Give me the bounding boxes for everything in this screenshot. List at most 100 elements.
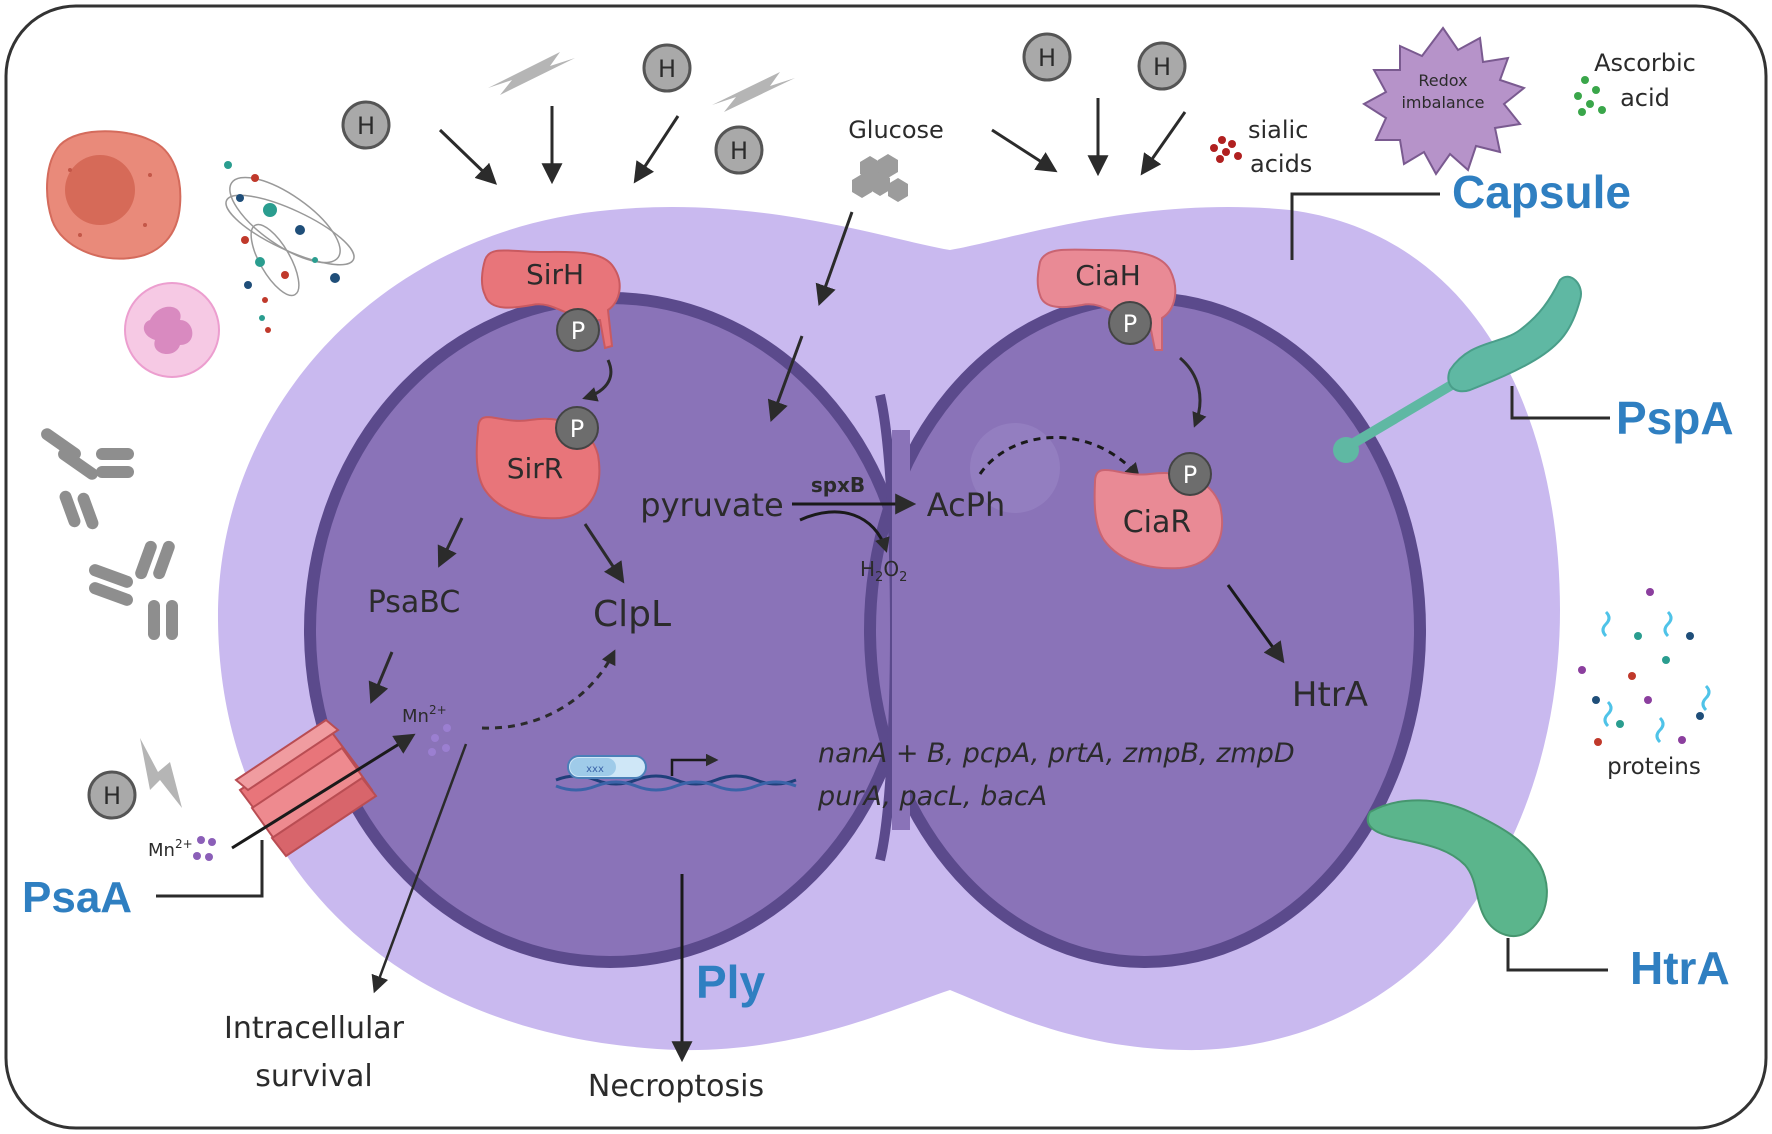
lightning-icon	[712, 72, 795, 112]
glucose-pyruvate-arrow	[767, 335, 804, 422]
hydrogen-label: H	[357, 112, 375, 140]
phospho-transfer-arrow	[1179, 356, 1207, 428]
phosphate-label: P	[571, 317, 585, 345]
mn-ions-inside	[428, 724, 451, 756]
sialic-acid-icon	[1210, 136, 1242, 163]
psabc-psaa-arrow	[368, 651, 394, 704]
phosphate-icon	[556, 308, 600, 352]
host-macrophage-icon	[46, 130, 182, 260]
spxb-label: spxB	[811, 473, 865, 497]
hydrogen-label: H	[1038, 44, 1056, 72]
gene-list-line-1: nanA + B, pcpA, prtA, zmpB, zmpD	[818, 738, 1295, 769]
proteins-icon	[1578, 588, 1711, 746]
sialic-acids-label-2: acids	[1250, 150, 1312, 178]
glucose-icon	[852, 154, 908, 202]
ply-label: Ply	[696, 956, 765, 1008]
phosphate-icon	[555, 406, 599, 450]
sirr-clpl-arrow	[583, 523, 625, 584]
gene-list-line-2: purA, pacL, bacA	[817, 781, 1047, 812]
dna-promoter-icon: xxx	[555, 753, 797, 792]
pspa-protein-icon	[1333, 275, 1582, 463]
sialic-acids-label-1: sialic	[1248, 116, 1308, 144]
phosphate-label: P	[1123, 310, 1137, 338]
htra-leader-line	[1506, 938, 1608, 972]
hydrogen-peroxide-group-right: H H	[991, 32, 1187, 177]
pspa-label: PspA	[1616, 392, 1734, 444]
h2o2-branch-arrow	[799, 510, 890, 553]
phosphate-icon	[1108, 301, 1152, 345]
htra-protein-icon	[1366, 799, 1548, 937]
psaa-transporter-icon	[234, 718, 378, 858]
intracellular-label-1: Intracellular	[224, 1011, 405, 1046]
mn-outside-label: Mn2+	[148, 837, 193, 861]
hydrogen-icon	[1137, 41, 1187, 91]
glucose-arrow	[815, 211, 854, 306]
hydrogen-label: H	[730, 137, 748, 165]
phosphate-label: P	[570, 415, 584, 443]
arrow	[633, 115, 680, 184]
necroptosis-label: Necroptosis	[588, 1069, 764, 1104]
clpl-label: ClpL	[593, 594, 671, 635]
antibody-icon	[41, 428, 134, 530]
pyruvate-label: pyruvate	[640, 486, 783, 524]
hydrogen-icon	[341, 100, 391, 150]
neutrophil-trap-dots	[224, 161, 340, 333]
mn-inside-label: Mn2+	[402, 703, 447, 727]
ciar-label: CiaR	[1123, 505, 1192, 540]
redox-label-2: imbalance	[1401, 93, 1484, 112]
antibody-icon	[89, 540, 178, 640]
acph-ciar-dashed-arrow	[978, 435, 1140, 479]
sirh-protein	[481, 249, 621, 350]
mn-clpl-dashed-arrow	[481, 649, 616, 730]
intracellular-survival-arrow	[371, 743, 468, 994]
ciar-htra-arrow	[1226, 584, 1285, 664]
psaa-label: PsaA	[22, 873, 132, 922]
acph-label: AcPh	[927, 486, 1006, 524]
phosphate-label: P	[1183, 461, 1197, 489]
hydrogen-icon	[87, 770, 137, 820]
arrow	[438, 128, 498, 185]
pspa-leader-line	[1510, 386, 1610, 420]
hydrogen-label: H	[103, 782, 121, 810]
phospho-transfer-arrow	[582, 359, 613, 402]
host-neutrophil-icon	[124, 282, 220, 378]
arrow	[1140, 111, 1187, 176]
dna-box-label: xxx	[586, 764, 604, 775]
proteins-label: proteins	[1607, 754, 1701, 780]
hydrogen-icon	[1022, 32, 1072, 82]
ascorbic-label-1: Ascorbic	[1594, 49, 1696, 77]
septum-fill	[892, 430, 910, 830]
hydrogen-icon	[642, 43, 692, 93]
ciah-label: CiaH	[1075, 259, 1141, 292]
glucose-label: Glucose	[848, 116, 944, 144]
phosphate-icon	[1168, 452, 1212, 496]
neutrophil-trap-icon	[225, 176, 355, 297]
arrow	[991, 128, 1058, 173]
redox-label-1: Redox	[1418, 71, 1467, 90]
lightning-icon	[140, 738, 182, 808]
right-cell	[864, 292, 1426, 968]
vesicle	[970, 423, 1060, 513]
capsule-label: Capsule	[1452, 166, 1631, 218]
lightning-icon	[488, 52, 575, 95]
h2o2-label: H2O2	[860, 557, 907, 585]
ascorbic-acid-icon	[1574, 76, 1606, 116]
capsule-leader-line	[1290, 192, 1440, 260]
htra-inner-label: HtrA	[1292, 675, 1368, 715]
sirr-label: SirR	[507, 452, 564, 485]
mn-ions-outside	[193, 836, 216, 861]
sirr-psabc-arrow	[437, 517, 464, 568]
ascorbic-label-2: acid	[1620, 84, 1670, 112]
hydrogen-label: H	[1153, 53, 1171, 81]
sirh-label: SirH	[526, 258, 584, 291]
hydrogen-label: H	[658, 55, 676, 83]
hydrogen-icon	[714, 125, 764, 175]
redox-starburst-icon	[1362, 26, 1527, 176]
psaa-leader-line	[156, 840, 264, 898]
htra-surface-label: HtrA	[1630, 942, 1730, 994]
mn-import-arrow	[231, 733, 416, 850]
psabc-label: PsaBC	[368, 585, 461, 620]
ciah-protein	[1036, 248, 1177, 351]
intracellular-label-2: survival	[255, 1059, 373, 1094]
